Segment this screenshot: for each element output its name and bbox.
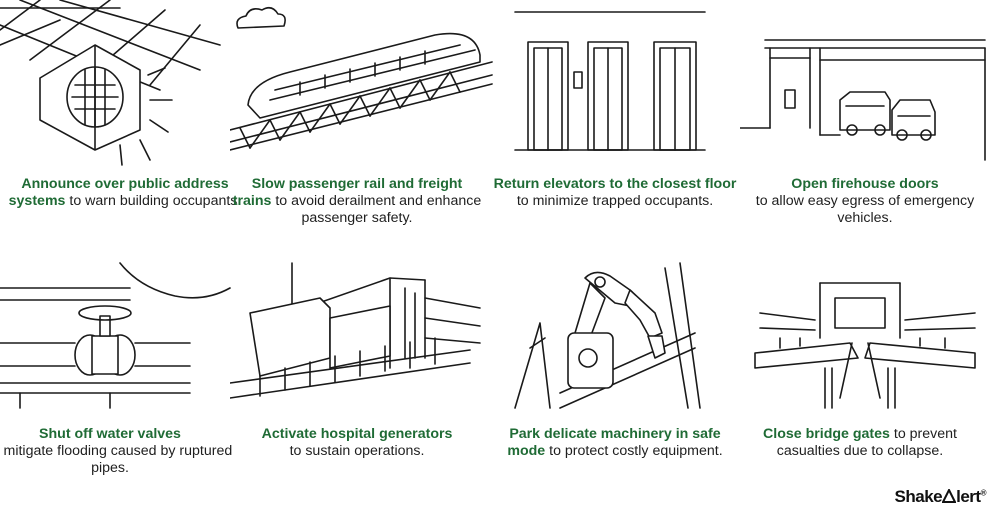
caption-bold: Activate hospital generators [261, 426, 453, 442]
tile-caption: Return elevators to the closest floor to… [490, 176, 740, 210]
caption-bold: Announce over public address systems [8, 176, 229, 209]
firehouse-illustration [740, 0, 1000, 170]
pa-speaker-illustration [0, 0, 250, 170]
logo-text-2: lert [956, 487, 981, 506]
caption-bold: Shut off water valves [39, 426, 181, 442]
train-illustration [230, 0, 500, 170]
tile-bridge: Close bridge gates to prevent casualties… [740, 258, 990, 513]
tile-rail: Slow passenger rail and freight trains t… [230, 0, 480, 250]
tile-elevators: Return elevators to the closest floor to… [490, 0, 740, 250]
hospital-illustration [230, 258, 500, 423]
caption-rest: to sustain operations. [289, 443, 425, 459]
elevator-illustration [490, 0, 740, 170]
bridge-illustration [740, 258, 1000, 423]
tile-caption: Slow passenger rail and freight trains t… [232, 176, 482, 227]
tile-caption: Open firehouse doors to allow easy egres… [740, 176, 990, 227]
caption-rest: to protect costly equipment. [545, 443, 723, 459]
caption-rest: to allow easy egress of emergency vehicl… [755, 193, 975, 226]
tile-caption: Park delicate machinery in safe mode to … [490, 426, 740, 460]
caption-rest: to mitigate flooding caused by ruptured … [0, 443, 233, 476]
tile-caption: Activate hospital generators to sustain … [232, 426, 482, 460]
caption-rest: to warn building occupants. [65, 193, 242, 209]
water-valve-illustration [0, 258, 250, 423]
alert-triangle-icon [942, 489, 956, 503]
tile-machinery: Park delicate machinery in safe mode to … [490, 258, 740, 513]
caption-rest: to prevent casualties due to collapse. [776, 426, 957, 459]
tile-caption: Announce over public address systems to … [0, 176, 250, 210]
tile-firehouse: Open firehouse doors to allow easy egres… [740, 0, 990, 250]
caption-bold: Slow passenger rail and freight trains [232, 176, 463, 209]
shakealert-logo: Shake lert® [894, 487, 987, 507]
caption-bold: Open firehouse doors [791, 176, 939, 192]
logo-text: Shake [894, 487, 943, 506]
tile-water-valves: Shut off water valves to mitigate floodi… [0, 258, 250, 513]
robot-arm-illustration [490, 258, 740, 423]
caption-bold: Return elevators to the closest floor [493, 176, 737, 192]
tile-pa-system: Announce over public address systems to … [0, 0, 250, 250]
tile-hospital: Activate hospital generators to sustain … [230, 258, 480, 513]
caption-rest: to avoid derailment and enhance passenge… [271, 193, 482, 226]
tile-caption: Shut off water valves to mitigate floodi… [0, 426, 235, 477]
caption-rest: to minimize trapped occupants. [516, 193, 714, 209]
caption-bold: Close bridge gates [763, 426, 890, 442]
caption-bold: Park delicate machinery in safe mode [507, 426, 721, 459]
tile-caption: Close bridge gates to prevent casualties… [735, 426, 985, 460]
trademark: ® [980, 488, 987, 498]
